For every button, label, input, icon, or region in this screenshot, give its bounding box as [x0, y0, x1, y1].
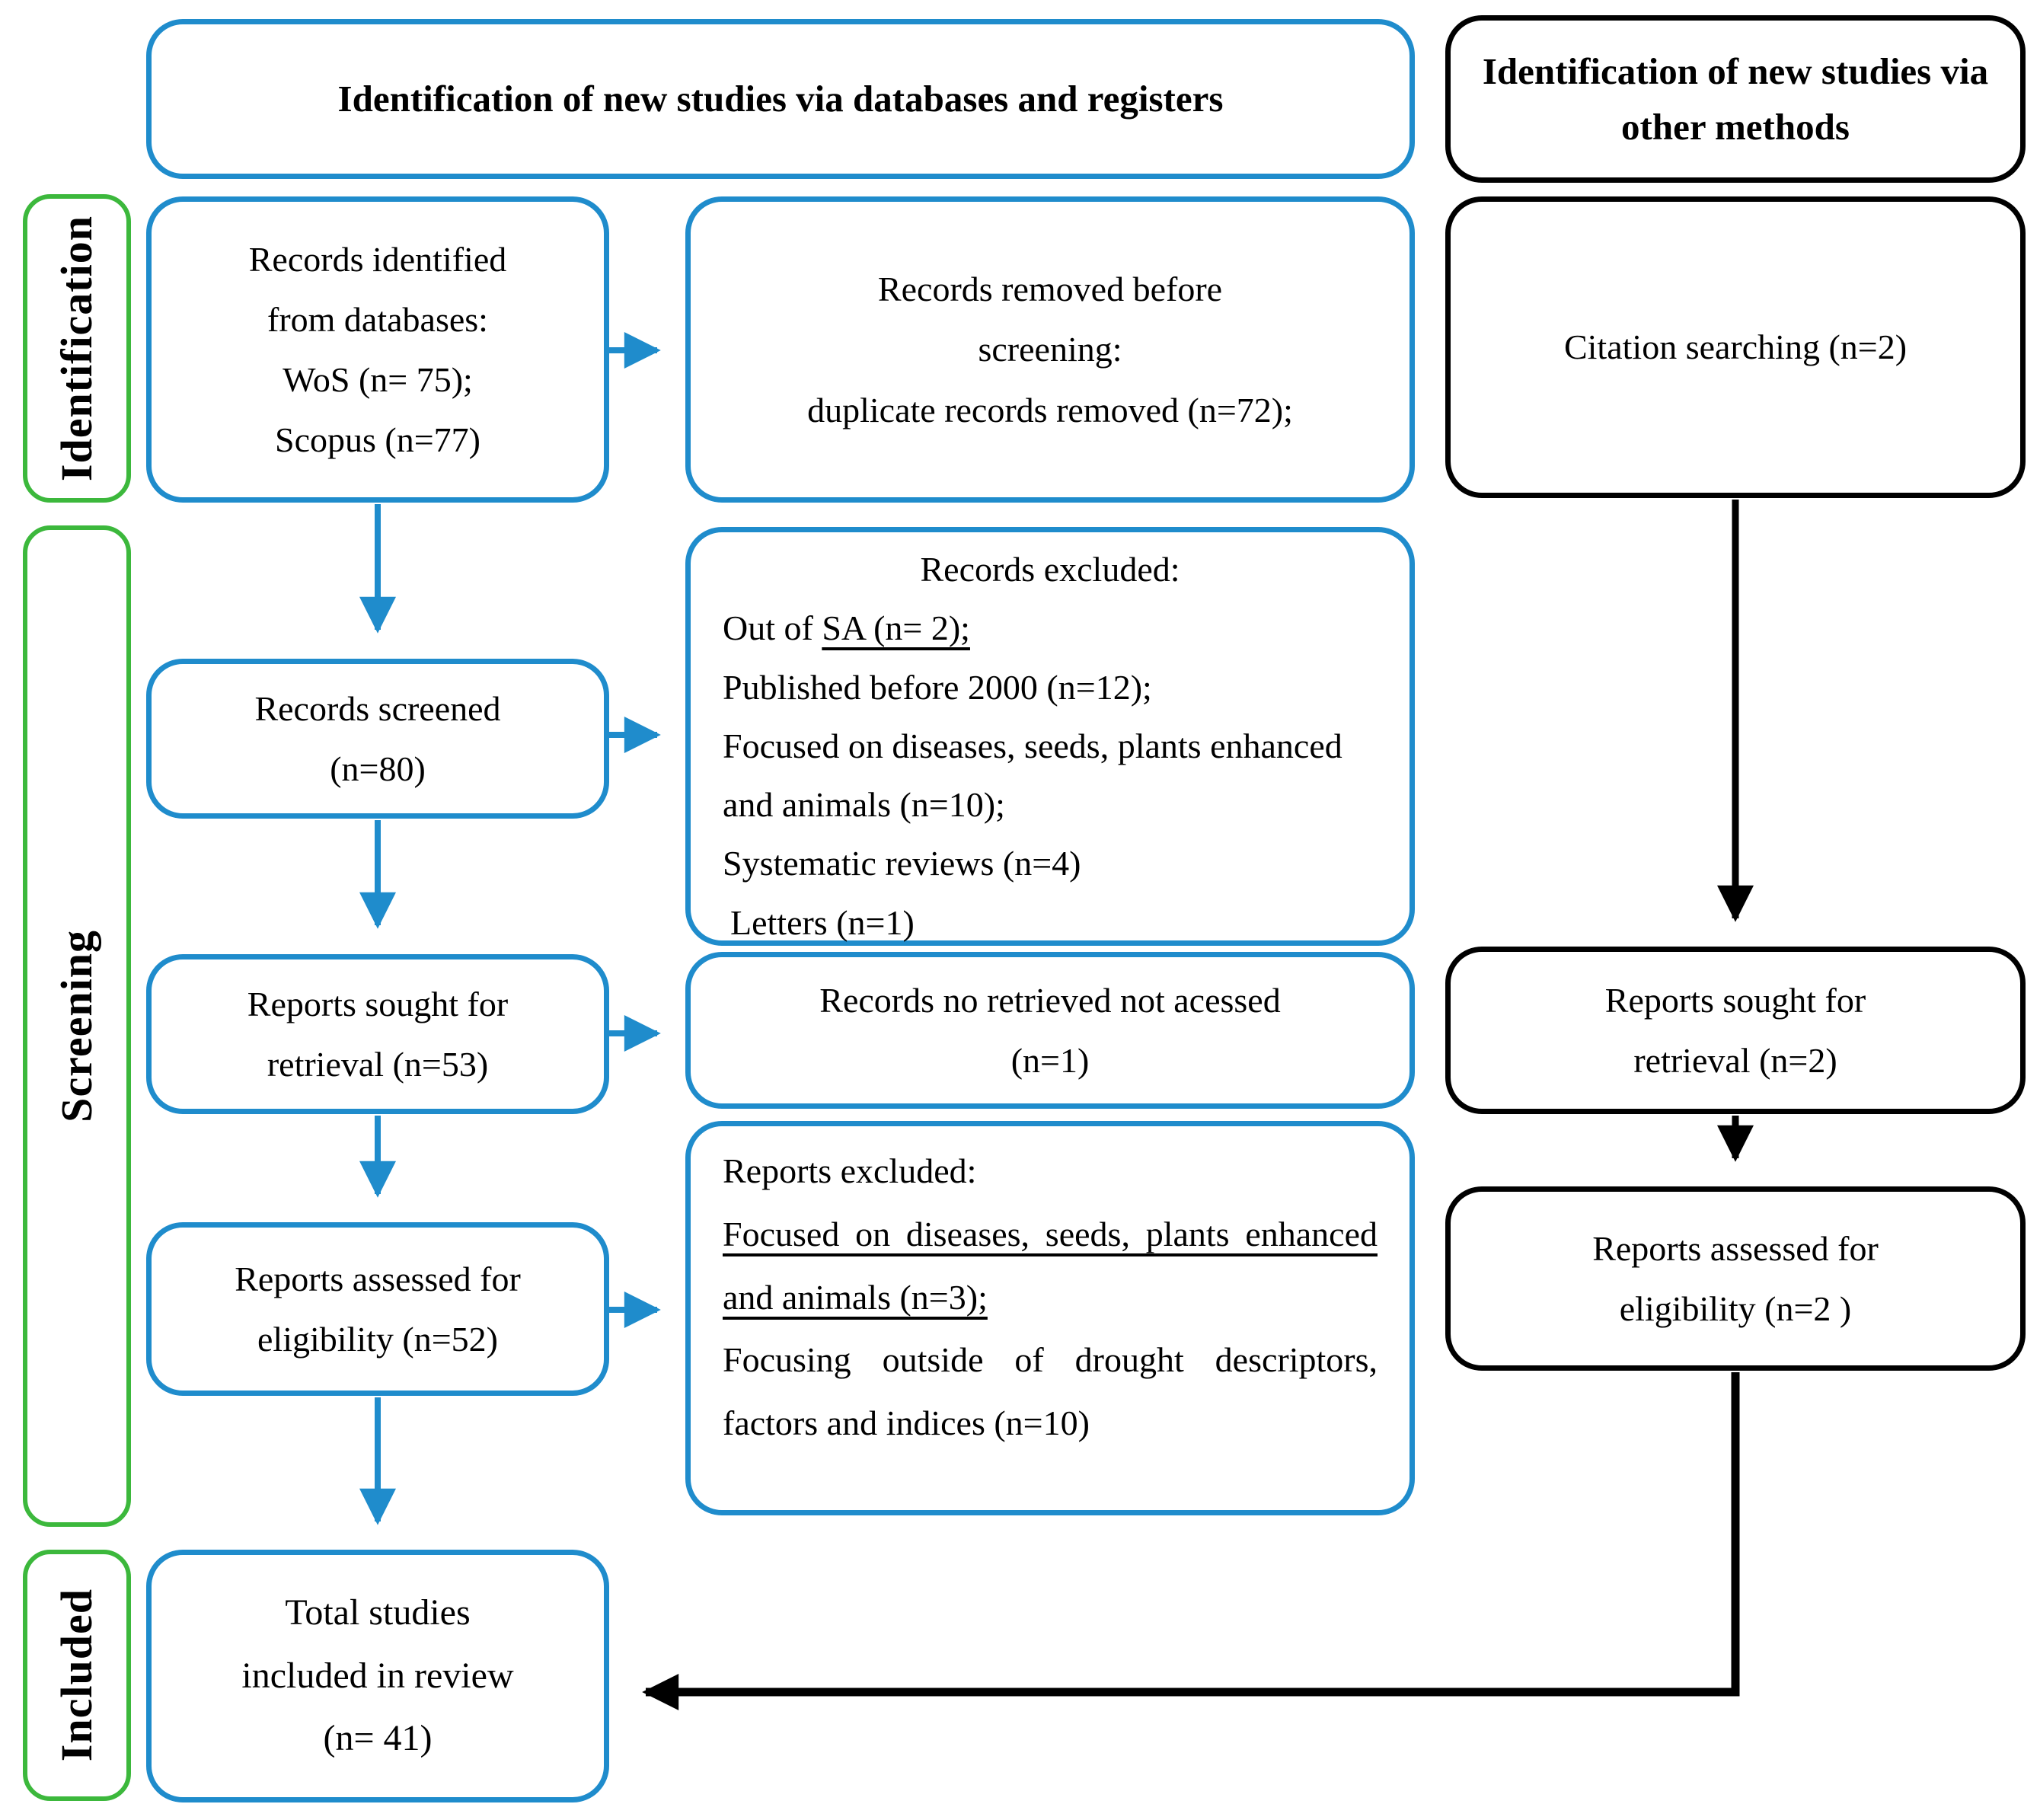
- box-records-not-retrieved: Records no retrieved not acessed (n=1): [685, 952, 1415, 1109]
- records-identified-line2: from databases:: [267, 299, 488, 339]
- records-removed-line1: Records removed before: [877, 270, 1223, 309]
- box-total-included: Total studies included in review (n= 41): [146, 1550, 609, 1802]
- records-screened-line1: Records screened: [254, 688, 501, 728]
- reports-assessed-line1: Reports assessed for: [235, 1259, 521, 1298]
- citation-searching-line1: Citation searching (n=2): [1563, 327, 1908, 367]
- total-included-line1: Total studies: [285, 1592, 471, 1633]
- records-not-retrieved-line2: (n=1): [1010, 1041, 1090, 1080]
- header-databases-label: Identification of new studies via databa…: [337, 78, 1224, 120]
- records-not-retrieved-line1: Records no retrieved not acessed: [819, 980, 1281, 1020]
- stage-included: Included: [23, 1550, 131, 1801]
- box-records-identified: Records identified from databases: WoS (…: [146, 196, 609, 503]
- box-records-screened: Records screened (n=80): [146, 659, 609, 819]
- header-databases-registers: Identification of new studies via databa…: [146, 19, 1415, 179]
- records-excluded-systematic: Systematic reviews (n=4): [723, 844, 1081, 883]
- stage-screening-label: Screening: [52, 930, 101, 1122]
- reports-assessed-other-line1: Reports assessed for: [1592, 1228, 1879, 1268]
- box-reports-assessed: Reports assessed for eligibility (n=52): [146, 1222, 609, 1396]
- reports-sought-other-line1: Reports sought for: [1604, 980, 1866, 1020]
- records-excluded-published: Published before 2000 (n=12);: [723, 667, 1152, 707]
- stage-identification: Identification: [23, 194, 131, 503]
- records-screened-line2: (n=80): [330, 749, 426, 788]
- header-other-methods: Identification of new studies via other …: [1445, 15, 2026, 183]
- box-records-excluded: Records excluded: Out of SA (n= 2); Publ…: [685, 527, 1415, 946]
- reports-assessed-line2: eligibility (n=52): [257, 1320, 498, 1359]
- reports-assessed-other-line2: eligibility (n=2 ): [1619, 1289, 1852, 1328]
- records-removed-line3: duplicate records removed (n=72);: [807, 390, 1293, 429]
- box-reports-assessed-other: Reports assessed for eligibility (n=2 ): [1445, 1186, 2026, 1371]
- reports-excluded-justified: Focusing outside of drought descriptors,…: [723, 1340, 1378, 1443]
- records-excluded-out-of-prefix: Out of: [723, 608, 822, 648]
- reports-excluded-title: Reports excluded:: [723, 1151, 977, 1190]
- stage-identification-label: Identification: [52, 215, 101, 482]
- box-records-removed: Records removed before screening: duplic…: [685, 196, 1415, 503]
- records-excluded-out-of-sa: Out of SA (n= 2);: [723, 599, 1378, 657]
- records-excluded-focused: Focused on diseases, seeds, plants enhan…: [723, 726, 1342, 825]
- records-identified-line4: Scopus (n=77): [275, 420, 480, 460]
- box-reports-sought: Reports sought for retrieval (n=53): [146, 954, 609, 1114]
- records-removed-line2: screening:: [978, 330, 1122, 369]
- box-reports-excluded: Reports excluded: Focused on diseases, s…: [685, 1121, 1415, 1515]
- records-excluded-title: Records excluded:: [920, 550, 1180, 589]
- reports-sought-other-line2: retrieval (n=2): [1633, 1041, 1837, 1080]
- reports-excluded-underlined: Focused on diseases, seeds, plants enhan…: [723, 1214, 1378, 1317]
- stage-included-label: Included: [52, 1589, 101, 1762]
- total-included-line2: included in review: [241, 1655, 514, 1696]
- reports-sought-line1: Reports sought for: [247, 984, 509, 1023]
- records-identified-line3: WoS (n= 75);: [283, 360, 473, 399]
- records-identified-line1: Records identified: [248, 239, 507, 279]
- stage-screening: Screening: [23, 525, 131, 1527]
- box-citation-searching: Citation searching (n=2): [1445, 196, 2026, 498]
- header-other-methods-label: Identification of new studies via other …: [1482, 49, 1989, 148]
- records-excluded-out-of-underlined: SA (n= 2);: [822, 608, 970, 648]
- records-excluded-letters: Letters (n=1): [730, 902, 915, 942]
- reports-sought-line2: retrieval (n=53): [267, 1045, 489, 1084]
- box-reports-sought-other: Reports sought for retrieval (n=2): [1445, 947, 2026, 1114]
- total-included-line3: (n= 41): [323, 1718, 433, 1759]
